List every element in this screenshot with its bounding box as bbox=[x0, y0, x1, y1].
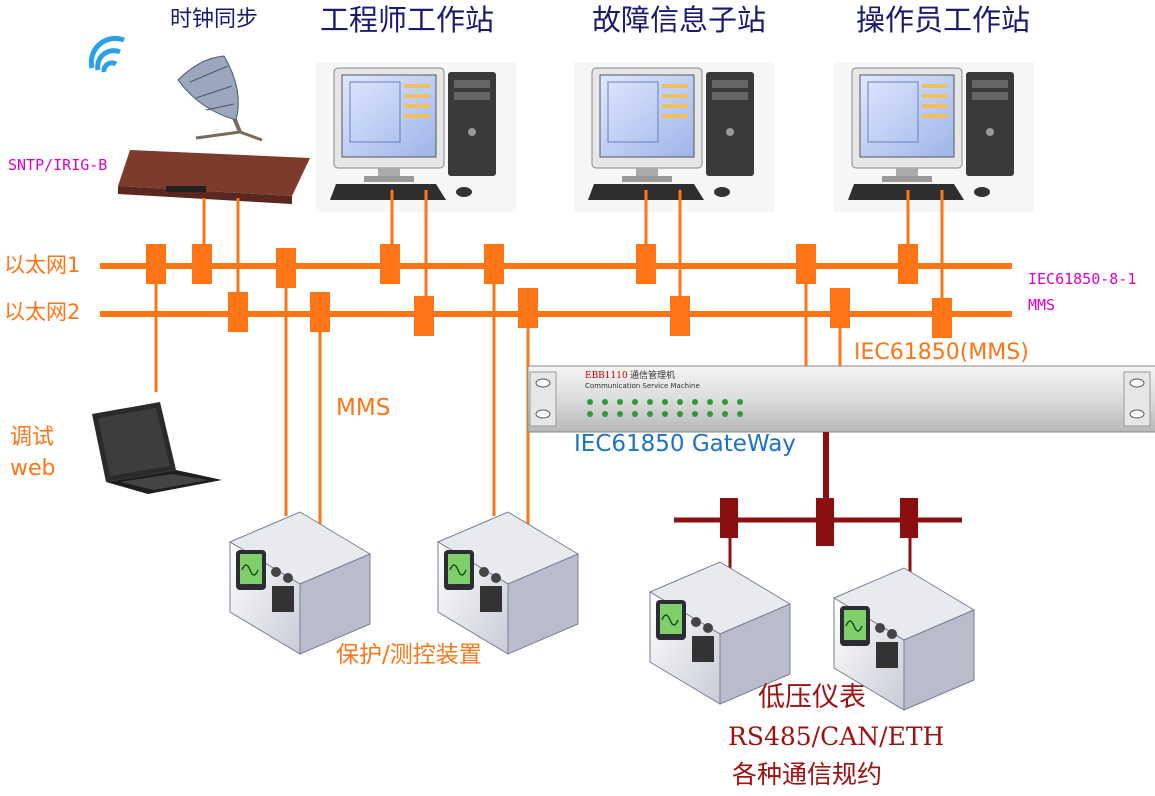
time-sync-protocol-label: SNTP/IRIG-B bbox=[8, 156, 108, 174]
engineer-workstation-computer bbox=[315, 61, 517, 213]
protection-device-1 bbox=[229, 511, 371, 655]
mms-label: MMS bbox=[336, 395, 391, 421]
low-voltage-meter-label: 低压仪表 bbox=[758, 682, 866, 713]
bus-protocols-label: RS485/CAN/ETH bbox=[728, 722, 945, 751]
clock-sync-server bbox=[88, 35, 310, 204]
gateway-name-label: IEC61850 GateWay bbox=[574, 431, 796, 457]
clock-sync-label: 时钟同步 bbox=[170, 7, 259, 32]
ethernet-1-label: 以太网1 bbox=[4, 253, 81, 277]
operator-workstation-computer bbox=[833, 61, 1035, 213]
satellite-dish-icon bbox=[177, 55, 263, 142]
wifi-icon bbox=[88, 35, 125, 73]
fault-substation-computer bbox=[573, 61, 775, 213]
gateway-cn-name: 通信管理机 bbox=[630, 371, 676, 381]
operator-workstation-label: 操作员工作站 bbox=[856, 3, 1031, 37]
gateway-mms-label: IEC61850(MMS) bbox=[854, 340, 1029, 365]
iec-8-1-protocol-label: IEC61850-8-1 bbox=[1028, 270, 1137, 288]
switch-ports bbox=[146, 244, 952, 338]
fault-substation-label: 故障信息子站 bbox=[592, 3, 767, 37]
web-label: web bbox=[10, 456, 56, 481]
protocol-note-label: 各种通信规约 bbox=[732, 760, 883, 789]
gateway-rack bbox=[527, 365, 1155, 433]
protection-device-label: 保护/测控装置 bbox=[336, 642, 482, 668]
gateway-en-name: Communication Service Machine bbox=[585, 382, 700, 390]
gateway-model-label: EBB1110 bbox=[585, 371, 628, 381]
field-bus bbox=[674, 432, 962, 590]
engineer-workstation-label: 工程师工作站 bbox=[320, 3, 495, 37]
ethernet-2-label: 以太网2 bbox=[4, 300, 81, 324]
mms-protocol-label: MMS bbox=[1028, 296, 1056, 314]
debug-label: 调试 bbox=[10, 425, 55, 450]
laptop-icon bbox=[92, 402, 222, 494]
protection-device-2 bbox=[437, 511, 579, 655]
